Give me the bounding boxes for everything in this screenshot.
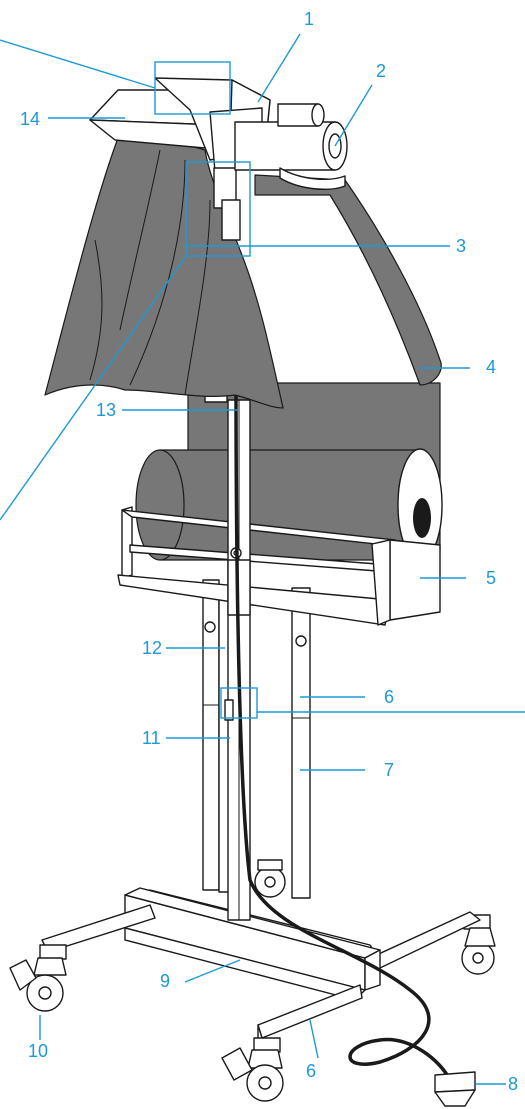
foot-switch xyxy=(434,1071,476,1107)
callout-10: 10 xyxy=(28,1041,49,1061)
callout-14: 14 xyxy=(20,109,41,129)
leader-lines xyxy=(0,33,525,1085)
paper-roll xyxy=(135,448,443,562)
callout-6-lower: 6 xyxy=(306,1061,317,1081)
columns xyxy=(202,579,311,899)
callout-6-upper: 6 xyxy=(384,687,395,707)
roll-holder-tray xyxy=(117,506,441,626)
highlight-box-column xyxy=(220,687,258,719)
base-frame xyxy=(9,859,496,1102)
caster-back-right xyxy=(461,914,496,975)
highlight-box-head xyxy=(185,161,251,257)
callout-11: 11 xyxy=(142,728,161,748)
draped-paper xyxy=(44,137,442,409)
callout-2: 2 xyxy=(376,61,387,81)
caster-front-center xyxy=(221,1037,284,1102)
callout-5: 5 xyxy=(486,568,497,588)
callout-12: 12 xyxy=(142,638,163,658)
callout-4: 4 xyxy=(486,357,497,377)
callout-3: 3 xyxy=(456,236,467,256)
callout-13: 13 xyxy=(96,400,117,420)
callout-8: 8 xyxy=(508,1074,519,1094)
callout-9: 9 xyxy=(160,971,171,991)
caster-back-middle xyxy=(254,859,286,898)
callout-1: 1 xyxy=(304,9,315,29)
caster-front-left xyxy=(9,944,67,1012)
callout-7: 7 xyxy=(384,760,395,780)
head-unit xyxy=(89,77,348,241)
foot-switch-cable xyxy=(234,379,452,1081)
